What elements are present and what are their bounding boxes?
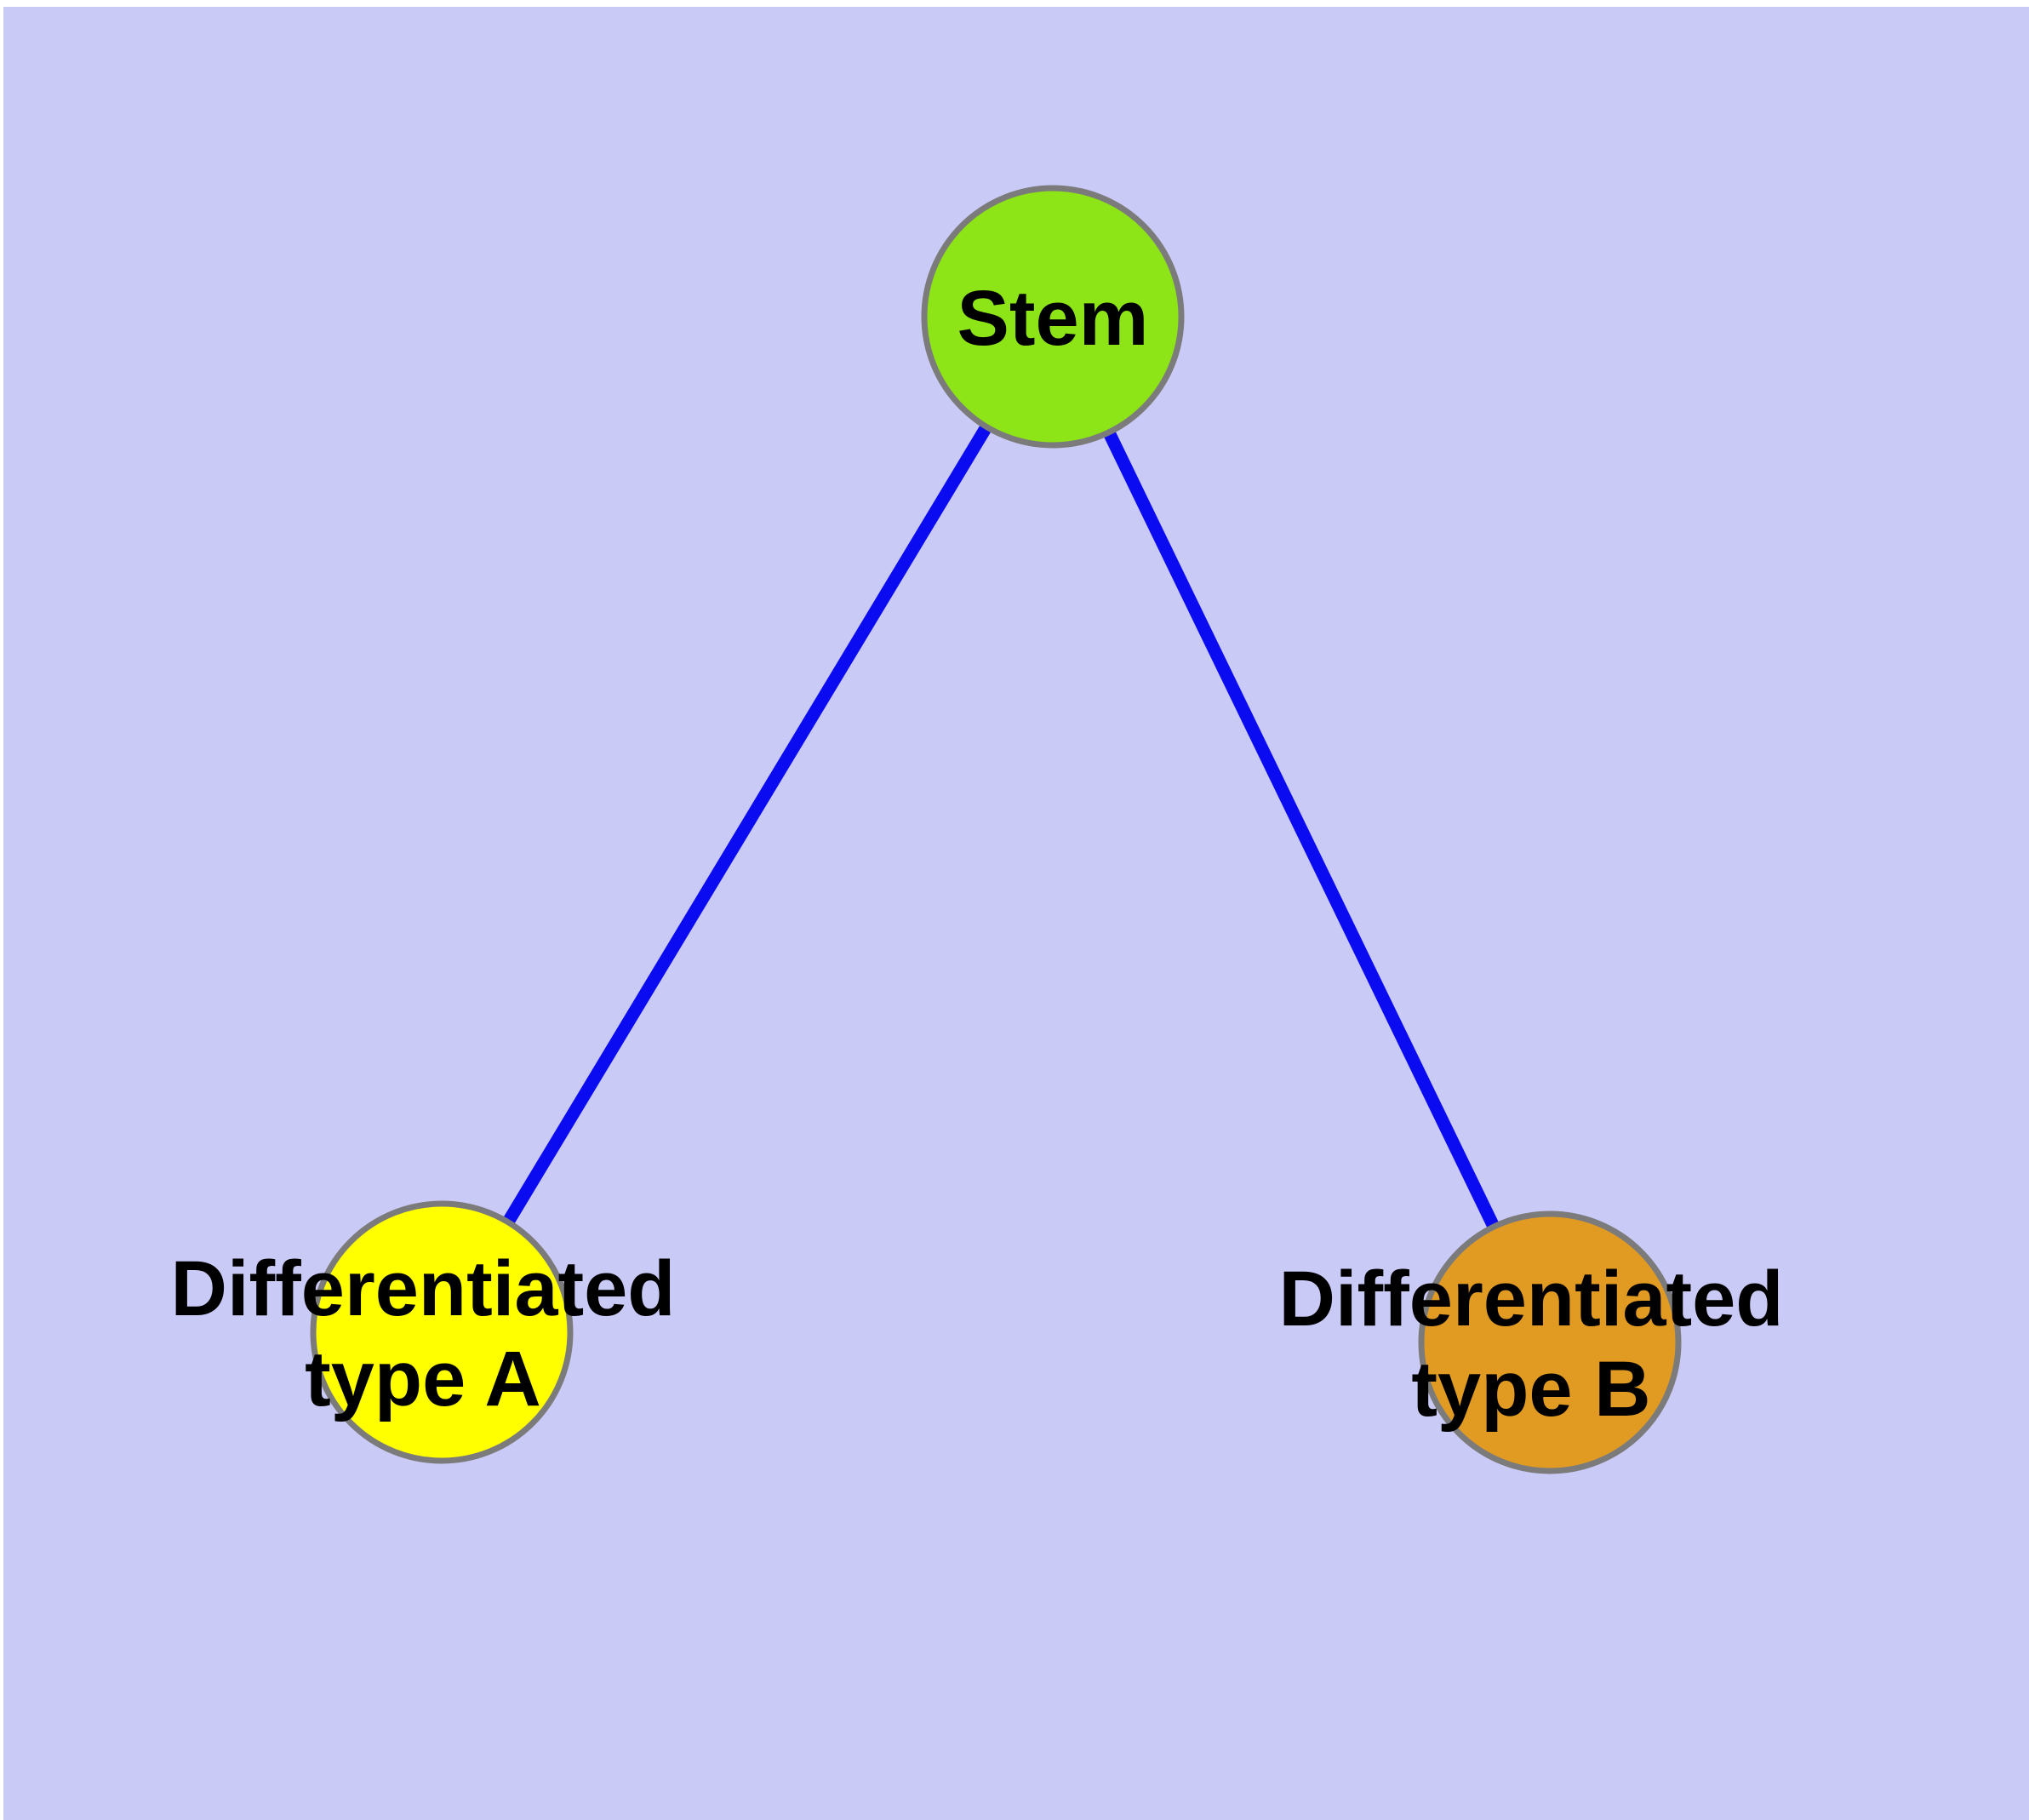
node-label-stem: Stem — [957, 275, 1149, 362]
edge-stem-to-type-b — [1047, 313, 1556, 1346]
node-label-type-b-line1: Differentiated — [1278, 1256, 1784, 1342]
node-circle-type-a — [310, 1200, 574, 1464]
node-circle-stem — [921, 185, 1185, 449]
edge-stem-to-type-a — [436, 313, 1059, 1336]
node-label-type-a-line2: type A — [305, 1336, 541, 1422]
node-label-type-b-line2: type B — [1411, 1346, 1651, 1433]
node-circle-type-b — [1418, 1210, 1682, 1474]
node-label-type-a-line1: Differentiated — [170, 1245, 676, 1332]
node-label-type-b: Differentiated type B — [1279, 1254, 1784, 1434]
node-label-type-a: Differentiated type A — [171, 1244, 676, 1424]
